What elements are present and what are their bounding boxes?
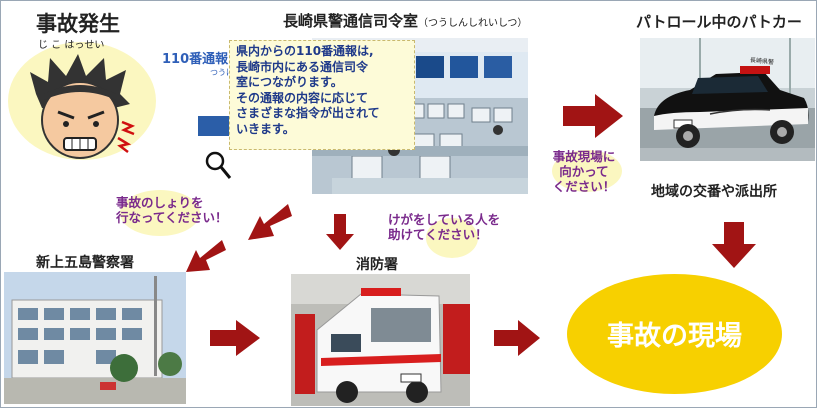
arrow-down-icon bbox=[326, 214, 354, 250]
patrol-car-photo: 長崎県警 bbox=[640, 38, 815, 161]
tooltip-line: さまざまな指令が出されて bbox=[236, 106, 380, 121]
tooltip-line: その通報の内容に応じて bbox=[236, 90, 369, 105]
fire-station-photo bbox=[291, 274, 470, 406]
msg-scene: 事故現場に 向かって ください！ bbox=[544, 149, 624, 194]
tooltip-line: 県内からの110番通報は, bbox=[236, 44, 374, 58]
magnifier-icon bbox=[205, 151, 232, 179]
command-room-title-text: 長崎県警通信司令室 bbox=[283, 12, 419, 30]
police-box-label: 地域の交番や派出所 bbox=[651, 184, 777, 200]
msg-scene-bg bbox=[552, 150, 622, 192]
accident-title: 事故発生 bbox=[36, 12, 120, 36]
arrow-right-icon bbox=[494, 320, 540, 356]
msg-help: けがをしている人を 助けてください！ bbox=[388, 212, 500, 242]
arrow-down-icon bbox=[712, 222, 756, 268]
call110-label: 110番通報 bbox=[162, 52, 229, 67]
fire-station-label: 消防署 bbox=[356, 257, 398, 273]
msg-help-line: けがをしている人を bbox=[388, 212, 501, 227]
arrow-right-icon bbox=[563, 94, 623, 138]
accident-furigana: じ こ はっせい bbox=[38, 40, 105, 51]
msg-investigate-line: 事故のしょりを bbox=[116, 195, 204, 210]
arrow-down-left-icon bbox=[186, 240, 226, 272]
msg-scene-line: 向かって bbox=[559, 164, 609, 179]
arrow-down-left-icon bbox=[248, 204, 292, 240]
scene-ellipse bbox=[567, 274, 782, 394]
scene-label: 事故の現場 bbox=[607, 321, 742, 352]
tooltip-line: 室につながります。 bbox=[236, 75, 343, 90]
command-room-furigana: （つうしんしれいしつ） bbox=[418, 18, 528, 29]
msg-scene-line: ください！ bbox=[552, 179, 616, 194]
tooltip-box: 県内からの110番通報は, 長崎市内にある通信司令 室につながります。 その通報… bbox=[229, 40, 415, 150]
command-room-title: 長崎県警通信司令室（つうしんしれいしつ） bbox=[283, 10, 527, 31]
police-station-photo bbox=[4, 272, 186, 404]
msg-help-bg bbox=[426, 218, 478, 258]
msg-investigate: 事故のしょりを 行なってください！ bbox=[116, 195, 228, 225]
patrol-title: パトロール中のパトカー bbox=[636, 13, 802, 31]
arrow-right-icon bbox=[210, 320, 260, 356]
tooltip-line: いきます。 bbox=[236, 121, 295, 136]
tooltip-line: 長崎市内にある通信司令 bbox=[236, 59, 369, 74]
msg-investigate-bg bbox=[120, 190, 200, 236]
msg-scene-line: 事故現場に bbox=[552, 149, 616, 164]
injured-person-icon bbox=[30, 54, 136, 159]
msg-investigate-line: 行なってください！ bbox=[116, 210, 228, 225]
call110-sub: つうほう bbox=[210, 68, 242, 77]
msg-help-line: 助けてください！ bbox=[388, 227, 488, 242]
police-station-label: 新上五島警察署 bbox=[36, 255, 134, 271]
